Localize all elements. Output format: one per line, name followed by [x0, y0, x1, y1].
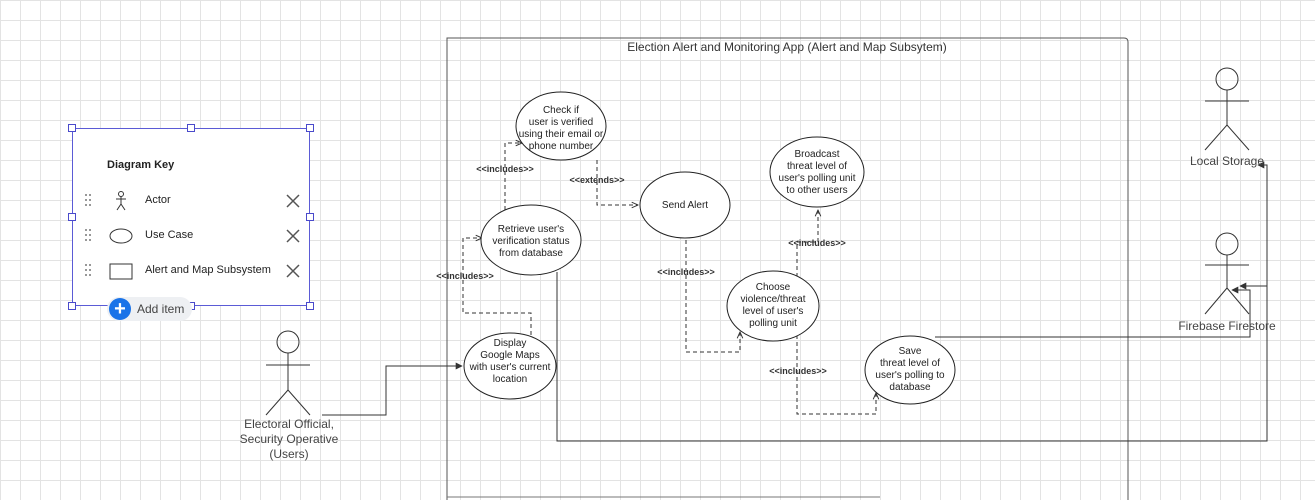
label-includes-save: <<includes>> — [769, 366, 827, 376]
uc-line: polling unit — [749, 318, 797, 329]
association-user-display[interactable] — [322, 362, 463, 416]
uc-line: using their email or — [519, 129, 604, 140]
includes-retrieve-check[interactable] — [504, 143, 522, 210]
use-case-retrieve-status[interactable]: Retrieve user's verification status from… — [480, 204, 582, 276]
uc-line: Google Maps — [480, 350, 539, 361]
key-item-subsystem[interactable]: Alert and Map Subsystem — [73, 259, 309, 285]
close-icon[interactable] — [285, 263, 301, 279]
actor-icon — [116, 191, 126, 211]
extends-check-send[interactable] — [596, 160, 638, 205]
actor-icon — [1204, 67, 1250, 151]
drag-handle-icon[interactable] — [85, 194, 93, 208]
actor-user-label: Security Operative — [240, 432, 339, 446]
resize-handle[interactable] — [68, 213, 76, 221]
actor-icon — [1204, 232, 1250, 315]
actor-firebase-label: Firebase Firestore — [1178, 319, 1276, 333]
actor-user-label: (Users) — [269, 447, 308, 461]
uc-line: Choose — [756, 282, 791, 293]
label-extends-send: <<extends>> — [569, 175, 624, 185]
includes-choose-save[interactable] — [796, 335, 876, 415]
label-includes-retrieve: <<includes>> — [436, 271, 494, 281]
uc-line: Broadcast — [794, 149, 839, 160]
resize-handle[interactable] — [306, 124, 314, 132]
use-case-icon — [109, 228, 133, 244]
uc-line: with user's current — [469, 362, 551, 373]
drag-handle-icon[interactable] — [85, 229, 93, 243]
close-icon[interactable] — [285, 193, 301, 209]
includes-send-choose[interactable] — [685, 240, 740, 353]
use-case-send-alert[interactable]: Send Alert — [639, 171, 731, 239]
uc-line: verification status — [492, 236, 569, 247]
resize-handle[interactable] — [306, 213, 314, 221]
label-includes-broadcast: <<includes>> — [788, 238, 846, 248]
resize-handle[interactable] — [187, 124, 195, 132]
uc-line: Retrieve user's — [498, 224, 564, 235]
actor-user[interactable]: Electoral Official, Security Operative (… — [240, 330, 339, 461]
uc-line: level of user's — [743, 306, 804, 317]
relationship-labels: <<includes>> <<includes>> <<extends>> <<… — [436, 164, 846, 376]
uc-line: threat level of — [787, 161, 847, 172]
uc-line: from database — [499, 248, 563, 259]
resize-handle[interactable] — [68, 124, 76, 132]
label-includes-choose: <<includes>> — [657, 267, 715, 277]
drag-handle-icon[interactable] — [85, 264, 93, 278]
plus-icon: + — [109, 298, 131, 320]
uc-line: to other users — [786, 185, 847, 196]
system-title: Election Alert and Monitoring App (Alert… — [627, 40, 947, 54]
includes-display-retrieve[interactable] — [462, 238, 532, 335]
system-boundary[interactable]: Election Alert and Monitoring App (Alert… — [446, 37, 1129, 500]
use-case-save-threat[interactable]: Save threat level of user's polling to d… — [864, 335, 956, 405]
uc-line: Display — [494, 338, 527, 349]
uc-line: threat level of — [880, 358, 940, 369]
add-item-button[interactable]: + Add item — [107, 297, 193, 321]
uc-line: violence/threat — [740, 294, 805, 305]
uc-line: phone number — [529, 141, 594, 152]
key-item-actor[interactable]: Actor — [73, 189, 309, 215]
association-save-firebase[interactable] — [935, 286, 1251, 338]
actor-user-label: Electoral Official, — [244, 417, 334, 431]
resize-handle[interactable] — [68, 302, 76, 310]
uc-line: location — [493, 374, 527, 385]
key-item-label: Use Case — [145, 229, 194, 241]
includes-choose-broadcast[interactable] — [796, 210, 818, 277]
use-case-choose-threat[interactable]: Choose violence/threat level of user's p… — [726, 270, 820, 342]
uc-line: Send Alert — [662, 200, 708, 211]
uc-line: Check if — [543, 105, 579, 116]
uc-line: user's polling to — [875, 370, 945, 381]
label-includes-check: <<includes>> — [476, 164, 534, 174]
use-case-check-verified[interactable]: Check if user is verified using their em… — [515, 91, 607, 161]
add-item-label: Add item — [137, 302, 185, 316]
actor-local-storage-label: Local Storage — [1190, 154, 1264, 168]
key-item-label: Actor — [145, 194, 171, 206]
use-case-broadcast[interactable]: Broadcast threat level of user's polling… — [769, 136, 865, 208]
subsystem-icon — [109, 263, 133, 280]
key-item-label: Alert and Map Subsystem — [145, 264, 271, 276]
close-icon[interactable] — [285, 228, 301, 244]
relationships — [322, 143, 1268, 498]
diagram-key-title: Diagram Key — [107, 159, 175, 171]
actor-local-storage[interactable]: Local Storage — [1190, 67, 1264, 168]
actor-firebase[interactable]: Firebase Firestore — [1178, 232, 1276, 333]
uc-line: user's polling unit — [779, 173, 856, 184]
uc-line: database — [889, 382, 931, 393]
diagram-key[interactable]: Diagram Key Actor Use Case Alert and Map… — [68, 124, 314, 321]
key-item-use-case[interactable]: Use Case — [73, 224, 309, 250]
use-case-display-map[interactable]: Display Google Maps with user's current … — [463, 332, 557, 400]
actor-icon — [265, 330, 311, 416]
association-retrieve-local-storage[interactable] — [556, 161, 1268, 442]
uc-line: Save — [899, 346, 922, 357]
resize-handle[interactable] — [306, 302, 314, 310]
uc-line: user is verified — [529, 117, 593, 128]
